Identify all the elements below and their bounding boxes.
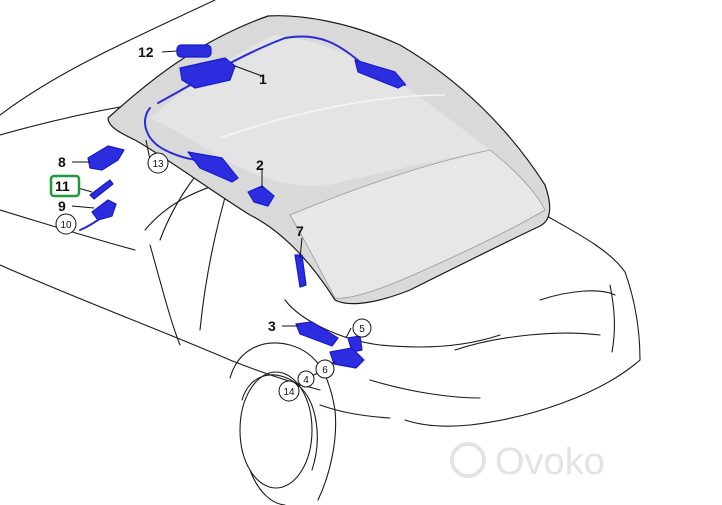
roof-parts [79,35,406,369]
label-10: 10 [60,220,72,231]
watermark: Ovoko [450,441,605,483]
part-2-clip [247,185,275,207]
circled-labels: 4 5 6 10 13 14 [55,152,372,402]
part-11-strip [89,179,114,200]
watermark-text: Ovoko [495,441,605,483]
label-8: 8 [58,154,66,170]
label-9: 9 [58,198,66,214]
label-14: 14 [283,387,295,398]
circle-13 [147,152,169,174]
circle-14 [278,380,300,402]
watermark-logo-icon [450,442,486,478]
circle-4 [297,370,315,388]
part-8-bracket [87,145,125,171]
label-5: 5 [359,324,365,335]
cable-part-10 [79,219,99,231]
label-2: 2 [256,157,264,173]
part-6-bracket [329,347,365,369]
callout-labels: 1 2 3 7 8 9 11 12 [55,44,304,334]
circle-10 [55,213,77,235]
part-3-rail [295,321,339,347]
label-7: 7 [296,223,304,239]
soft-top-roof [107,15,551,305]
part-12-motor [176,44,212,58]
part-1-end [354,59,406,89]
label-4: 4 [303,375,309,386]
label-6: 6 [322,365,328,376]
car-outline [0,0,641,505]
label-3: 3 [268,318,276,334]
circle-5 [352,318,372,338]
label-12: 12 [138,44,154,60]
label-11: 11 [55,178,70,194]
part-9-mount [91,199,117,221]
part-7-sensor [294,254,307,288]
part-1-bracket [179,57,236,89]
label-1: 1 [259,71,267,87]
highlight-box-11 [49,174,81,198]
label-13: 13 [152,159,164,170]
part-13-guide [187,151,239,183]
circle-6 [315,359,335,379]
